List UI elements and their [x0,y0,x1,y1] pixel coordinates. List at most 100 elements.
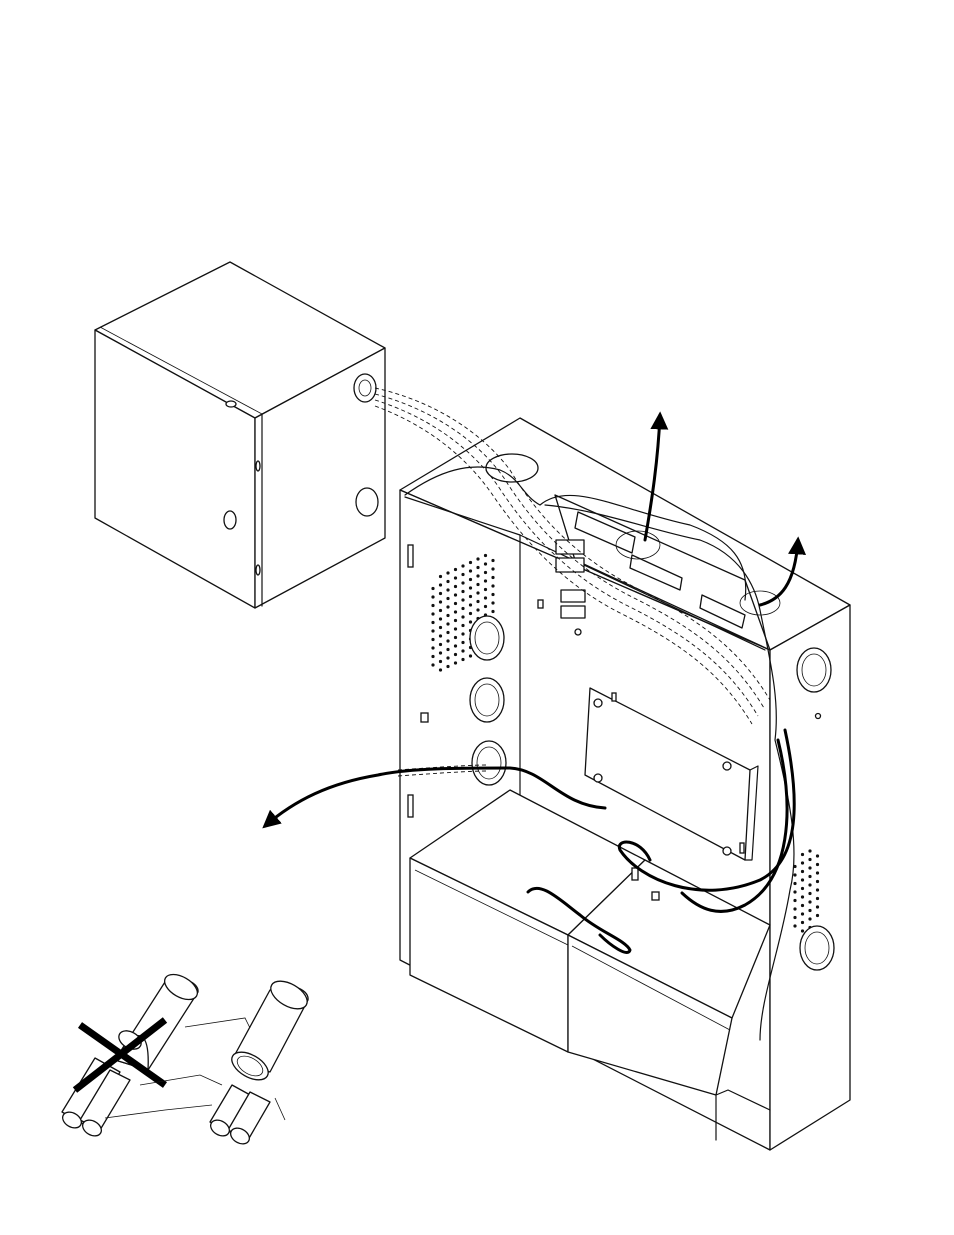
vent-hole [446,580,449,583]
vent-hole [476,591,479,594]
vent-hole [461,573,464,576]
vent-hole [801,912,804,915]
vent-hole [454,619,457,622]
vent-hole [454,636,457,639]
vent-hole [793,924,796,927]
vent-hole [484,554,487,557]
vent-hole [461,615,464,618]
vent-hole [454,653,457,656]
vent-hole [476,608,479,611]
vent-hole [431,604,434,607]
vent-hole [446,614,449,617]
vent-hole [446,597,449,600]
leader-jacket [185,1018,250,1028]
vent-hole [439,600,442,603]
vent-hole [816,854,819,857]
vent-hole [439,634,442,637]
vent-hole [454,585,457,588]
vent-hole [476,574,479,577]
vent-hole [484,562,487,565]
vent-hole [491,559,494,562]
vent-hole [439,609,442,612]
vent-hole [439,592,442,595]
vent-hole [446,588,449,591]
vent-hole [801,921,804,924]
vent-hole [491,593,494,596]
vent-hole [801,895,804,898]
vent-hole [801,878,804,881]
vent-hole [454,568,457,571]
vent-hole [454,576,457,579]
vent-hole [431,612,434,615]
vent-hole [431,638,434,641]
vent-hole [484,605,487,608]
vent-hole [808,858,811,861]
vent-hole [439,651,442,654]
vent-hole [454,661,457,664]
vent-hole [793,890,796,893]
vent-hole [816,863,819,866]
vent-hole [461,564,464,567]
vent-hole [491,610,494,613]
vent-hole [454,644,457,647]
vent-hole [431,655,434,658]
vent-hole [801,929,804,932]
vent-hole [476,566,479,569]
vent-hole [469,569,472,572]
correct-cable [208,975,312,1147]
vent-hole [461,590,464,593]
vent-hole [461,632,464,635]
vent-hole [469,595,472,598]
vent-hole [816,914,819,917]
vent-hole [469,620,472,623]
vent-hole [484,579,487,582]
vent-hole [816,880,819,883]
vent-hole [476,557,479,560]
leader-conductors [105,1105,212,1118]
vent-hole [454,627,457,630]
vent-hole [469,578,472,581]
vent-hole [439,626,442,629]
remote-door-latch [224,511,236,529]
vent-hole [431,621,434,624]
vent-hole [816,888,819,891]
vent-hole [446,631,449,634]
remote-enclosure [95,262,385,608]
vent-hole [801,853,804,856]
vent-hole [801,870,804,873]
vent-hole [491,584,494,587]
vent-hole [461,658,464,661]
vent-hole [454,602,457,605]
vent-hole [793,882,796,885]
vent-hole [431,595,434,598]
vent-hole [446,622,449,625]
vent-hole [808,892,811,895]
vent-hole [476,600,479,603]
vent-hole [454,593,457,596]
vent-hole [439,617,442,620]
vent-hole [793,916,796,919]
leader-drain [275,1098,285,1120]
vent-hole [439,668,442,671]
vent-hole [439,575,442,578]
vent-hole [808,909,811,912]
vent-hole [439,643,442,646]
remote-knockout-top [354,374,376,402]
vent-hole [446,571,449,574]
vent-hole [476,583,479,586]
vent-hole [808,866,811,869]
vent-hole [469,561,472,564]
vent-hole [461,649,464,652]
vent-hole [816,905,819,908]
incorrect-cable [60,969,202,1139]
vent-hole [431,646,434,649]
vent-hole [446,605,449,608]
vent-hole [461,598,464,601]
vent-hole [484,588,487,591]
vent-hole [793,899,796,902]
vent-hole [469,603,472,606]
vent-hole [801,887,804,890]
vent-hole [461,641,464,644]
vent-hole [469,586,472,589]
